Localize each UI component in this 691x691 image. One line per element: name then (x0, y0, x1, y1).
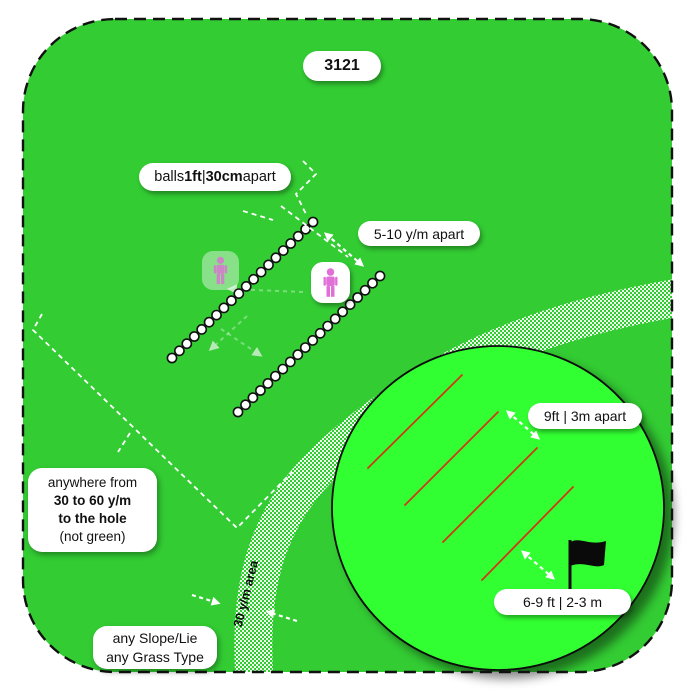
ball-dot (166, 352, 178, 364)
ball-dot (225, 295, 237, 307)
arrow-hole-distance (520, 550, 556, 580)
hole-distance-label: 6-9 ft | 2-3 m (494, 589, 631, 615)
ball-dot (248, 273, 259, 285)
ghost-arrow-down-left (208, 315, 248, 352)
ball-dot (284, 356, 296, 368)
balls-spacing-sep: | (201, 168, 206, 185)
arrow-band-right (265, 609, 298, 623)
ball-dot (232, 406, 244, 418)
ball-dot (211, 309, 222, 321)
ball-dot (247, 392, 259, 404)
ball-dot (277, 245, 289, 256)
ball-dot (173, 345, 185, 357)
ball-dot (292, 230, 304, 242)
player-current (311, 262, 350, 303)
measurement-arrows (191, 232, 556, 623)
hole-distance-text: 6-9 ft | 2-3 m (522, 594, 603, 610)
zone-description-box: anywhere from 30 to 60 y/m to the hole (… (28, 468, 157, 552)
arrow-row-spacing (323, 232, 365, 267)
ball-row-lower (232, 270, 386, 418)
zone-line-4: (not green) (59, 529, 126, 545)
ball-dot (263, 259, 274, 271)
ball-dot (255, 266, 267, 278)
ball-dot (196, 323, 208, 335)
putting-line (404, 411, 499, 506)
ball-dot (285, 238, 297, 249)
row-spacing-text: 5-10 y/m apart (373, 225, 465, 242)
balls-spacing-prefix: balls (154, 168, 185, 185)
green-line-spacing-text: 9ft | 3m apart (543, 408, 627, 424)
green-line-spacing-label: 9ft | 3m apart (528, 403, 642, 429)
ball-dot (299, 342, 311, 353)
ball-dot (240, 399, 251, 411)
field-dashed-border (21, 17, 674, 674)
zone-boundary-dashed-line (31, 313, 293, 530)
ball-row-upper (166, 216, 319, 364)
person-icon (213, 256, 228, 285)
ball-dot (269, 370, 281, 382)
ball-dot (240, 280, 252, 292)
balls-spacing-label: balls 1ft | 30cm apart (139, 163, 291, 191)
conditions-line-2: any Grass Type (106, 648, 204, 665)
zone-line-3: to the hole (58, 511, 127, 526)
ball-dot (352, 292, 363, 303)
ball-dot (314, 327, 326, 339)
balls-spacing-cm: 30cm (205, 168, 243, 185)
balls-spacing-suffix: apart (242, 168, 276, 185)
ball-dot (300, 223, 311, 235)
putting-line (367, 374, 463, 469)
ball-dot (292, 349, 304, 361)
flag-icon (568, 540, 606, 592)
ball-dot (344, 299, 356, 310)
ball-dot (329, 313, 341, 325)
label-leader-lines (242, 160, 349, 258)
ball-dot (181, 338, 193, 350)
ball-dot (203, 316, 215, 328)
conditions-line-1: any Slope/Lie (112, 629, 198, 646)
ball-dot (188, 331, 200, 342)
zone-boundary-tick (117, 432, 131, 453)
ball-dot (374, 270, 386, 282)
ball-dot (359, 284, 371, 296)
arrow-band-left (191, 593, 221, 606)
balls-spacing-ft: 1ft (184, 168, 202, 185)
person-icon (323, 268, 338, 297)
green-putting-lines (367, 374, 574, 581)
ghost-movement-arrows (208, 284, 304, 357)
conditions-box: any Slope/Lie any Grass Type (93, 626, 217, 669)
ball-dot (254, 385, 266, 396)
leader-zigzag (294, 160, 318, 217)
putting-green (331, 345, 665, 671)
row-spacing-label: 5-10 y/m apart (358, 221, 480, 246)
ball-dot (307, 334, 319, 346)
ball-dot (233, 288, 245, 299)
drill-number: 3121 (324, 57, 360, 74)
zone-line-1: anywhere from (47, 474, 138, 490)
ball-dot (270, 252, 282, 264)
ball-dot (307, 216, 319, 228)
ball-dot (337, 306, 348, 318)
ball-dot (218, 302, 230, 314)
flag-pole (568, 540, 572, 592)
ball-dot (262, 377, 274, 389)
putting-line (481, 486, 574, 581)
arrow-green-line-spacing (505, 410, 541, 440)
putting-line (442, 447, 538, 543)
drill-number-badge: 3121 (303, 51, 381, 81)
ball-dot (277, 363, 289, 375)
player-ghost (202, 251, 239, 290)
zone-line-2: 30 to 60 y/m (53, 492, 132, 508)
ball-dot (322, 320, 334, 332)
flag-banner (571, 540, 606, 567)
ball-dot (367, 277, 378, 289)
